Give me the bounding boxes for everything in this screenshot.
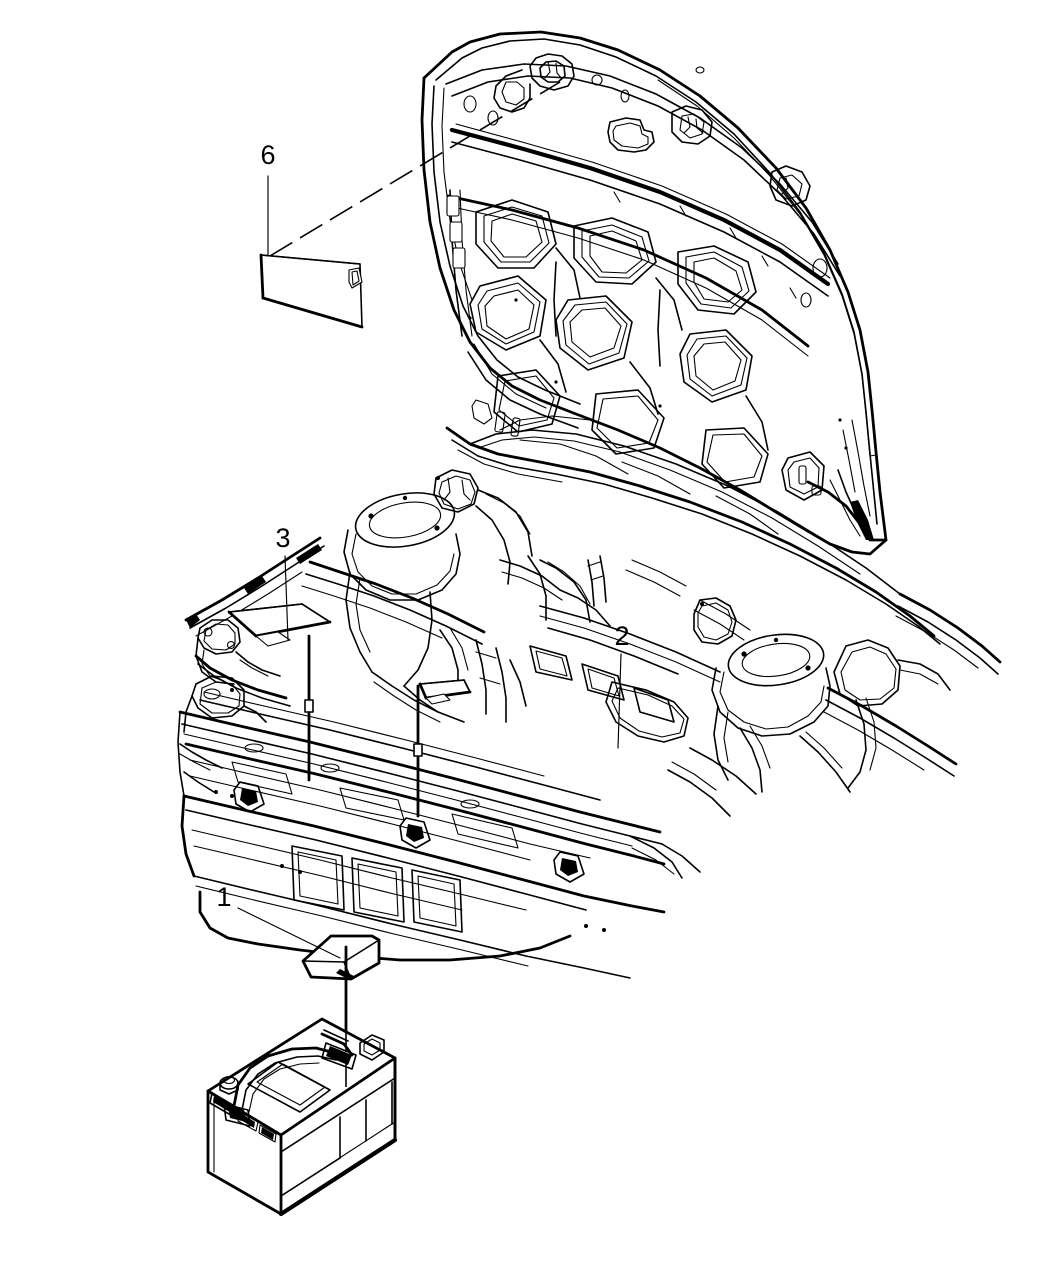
callout-3-leader (284, 555, 314, 782)
callout-1-leader (237, 907, 348, 1090)
upper-radiator-support (177, 675, 701, 979)
hood-information-label[interactable] (259, 253, 364, 329)
engine-compartment-structure (184, 415, 1002, 817)
battery-information-label[interactable] (301, 934, 381, 981)
callout-6-number: 6 (260, 140, 275, 170)
callout-1-number: 1 (216, 882, 231, 912)
hood-assembly (420, 30, 888, 556)
callout-6-leader (267, 81, 561, 257)
battery (206, 1017, 398, 1217)
callout-3-number: 3 (275, 523, 290, 553)
radiator-support-label-left[interactable] (227, 603, 332, 647)
callout-2-leader (413, 653, 622, 818)
radiator-support-label-right[interactable] (418, 679, 472, 705)
callout-2-number: 2 (614, 621, 629, 651)
